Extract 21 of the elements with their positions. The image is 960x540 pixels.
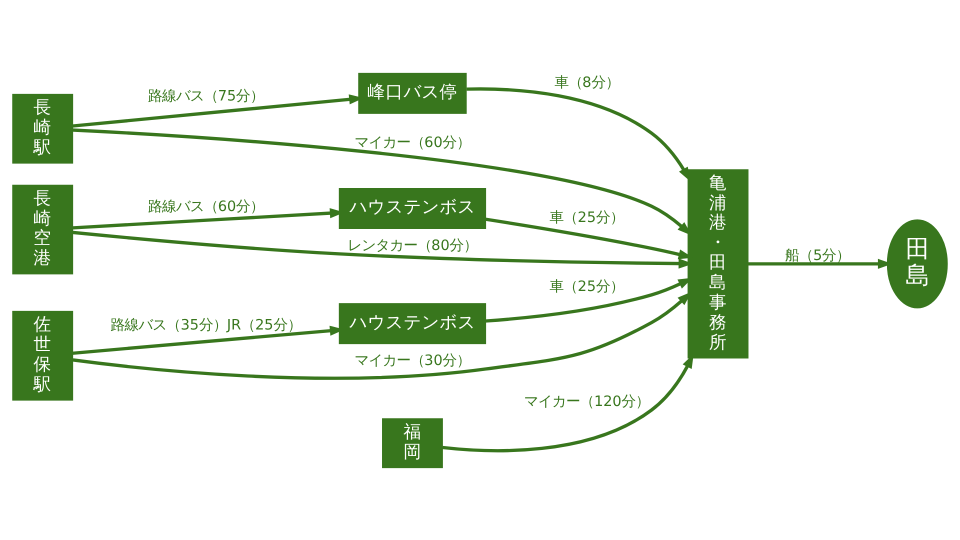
edge-label: 車（25分） [550,278,624,294]
node-box: 佐世保駅 [12,310,74,400]
edge-label: 路線バス（75分） [148,88,264,104]
node-box: ハウステンボス [338,302,486,344]
node-box: 福岡 [382,418,443,468]
node-box: 長崎空港 [12,184,74,274]
node-box: ハウステンボス [338,188,486,228]
edge-label: 船（5分） [785,247,850,264]
node-box: 峰口バス停 [358,72,467,114]
edge-label: マイカー（120分） [524,394,650,410]
arrow [466,86,691,182]
edge-label: 車（25分） [550,210,624,226]
edge-label: 路線バス（35分）JR（25分） [110,317,302,334]
edge-label: マイカー（60分） [354,134,471,150]
node-box: 亀浦港・田島事務所 [688,168,748,358]
edge-label: レンタカー（80分） [347,237,478,254]
node-ellipse: 田島 [886,218,948,308]
edge-label: 路線バス（60分） [148,198,264,215]
edge-label: 車（8分） [554,74,620,91]
node-box: 長崎駅 [12,93,74,164]
edge-label: マイカー（30分） [354,352,471,369]
